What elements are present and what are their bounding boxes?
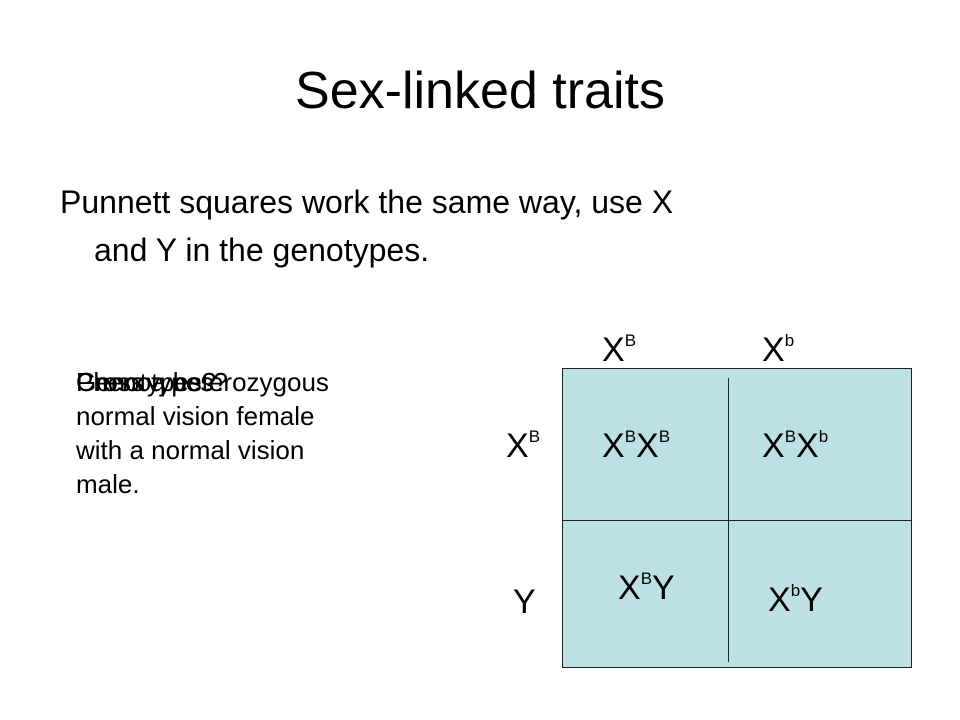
phenotypes-question: Phenotypes?	[76, 367, 228, 397]
column-header-1: XB	[602, 331, 637, 369]
main-bullet: Punnett squares work the same way, use X…	[60, 178, 920, 274]
slide-title: Sex-linked traits	[295, 62, 665, 120]
genotypes-question: Genotypes?	[76, 367, 217, 397]
punnett-cell: XBXB	[602, 427, 671, 465]
bullet-line-1: Punnett squares work the same way, use X	[60, 184, 674, 220]
row-header-1: XB	[506, 427, 541, 465]
punnett-cell: XBY	[618, 569, 675, 607]
column-header-2: Xb	[762, 331, 795, 369]
row-header-2: Y	[513, 583, 536, 621]
prompt-line-1: Cross a heterozygous	[76, 367, 329, 397]
cross-prompt: Cross a heterozygous normal vision femal…	[76, 365, 456, 501]
punnett-cell: XbY	[768, 581, 823, 619]
punnett-horizontal-divider	[563, 520, 911, 521]
punnett-cell: XBXb	[762, 427, 829, 465]
punnett-square	[562, 368, 912, 668]
prompt-line-3: with a normal vision	[76, 435, 305, 465]
prompt-line-4: male.	[76, 469, 140, 499]
prompt-line-2: normal vision female	[76, 401, 315, 431]
bullet-line-2: and Y in the genotypes.	[94, 232, 430, 268]
